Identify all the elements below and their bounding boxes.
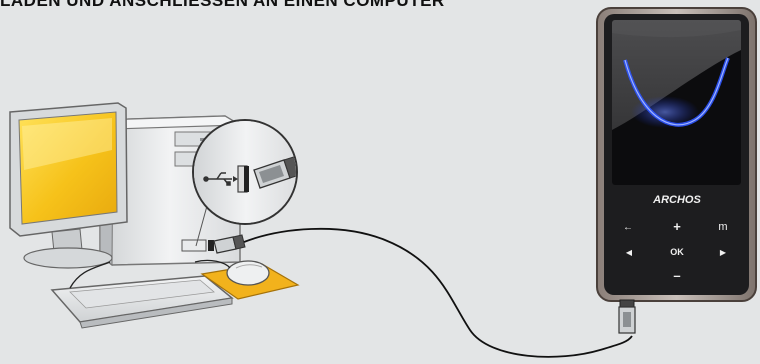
archos-device: ARCHOS ← + m ◀ OK ▶ – (596, 7, 757, 302)
usb-plug-computer (213, 234, 246, 254)
device-screen (612, 20, 741, 185)
usb-cable (243, 227, 633, 358)
page-title: LADEN UND ANSCHLIESSEN AN EINEN COMPUTER (0, 0, 445, 10)
device-menu-button[interactable]: m (718, 221, 727, 233)
device-left-button[interactable]: ◀ (626, 248, 633, 257)
usb-plug-device (618, 299, 636, 334)
usb-zoom-inset (192, 119, 298, 247)
device-plus-button[interactable]: + (673, 219, 681, 234)
keyboard (50, 275, 234, 329)
device-brand-label: ARCHOS (652, 194, 701, 206)
device-back-button[interactable]: ← (623, 222, 633, 233)
monitor (9, 102, 128, 269)
device-right-button[interactable]: ▶ (720, 248, 727, 257)
mouse-cable (194, 259, 231, 269)
device-ok-button[interactable]: OK (670, 247, 684, 257)
keyboard-cable (69, 261, 111, 289)
mouse (226, 260, 270, 286)
usb-icon (203, 172, 238, 186)
device-minus-button[interactable]: – (673, 268, 680, 283)
monitor-screen (18, 111, 118, 225)
